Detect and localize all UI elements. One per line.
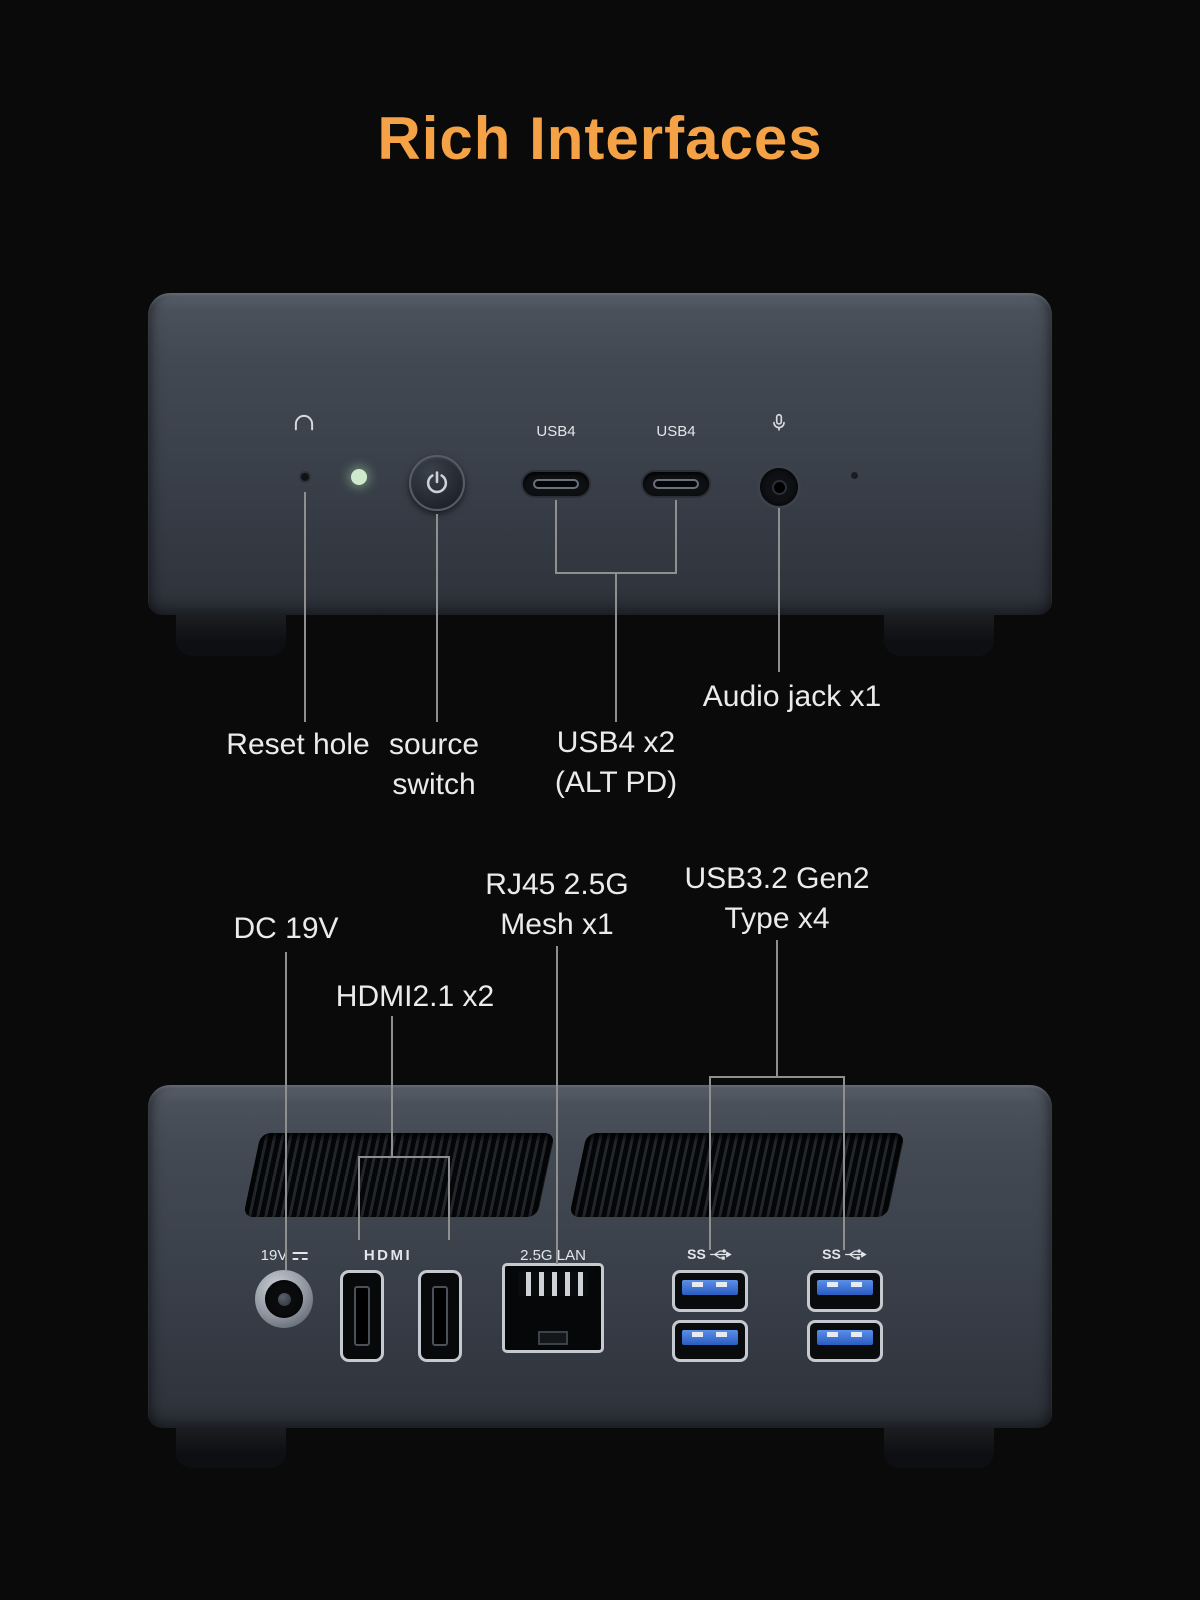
ss-text: SS (822, 1246, 841, 1262)
callout-line-hdmi-stem (391, 1016, 393, 1158)
microphone-icon (768, 412, 790, 434)
hdmi-port-1 (340, 1270, 384, 1362)
callout-line-usb-stem (776, 940, 778, 1078)
usb-tongue (817, 1280, 873, 1295)
dc-symbol-icon (292, 1252, 308, 1261)
usb-tongue (682, 1330, 738, 1345)
rj45-pins (518, 1272, 588, 1296)
usb-contact (692, 1332, 703, 1337)
usb-a-port-4 (807, 1320, 883, 1362)
dc-port-label: 19V (261, 1247, 308, 1264)
usb4-port-label-right: USB4 (656, 423, 696, 440)
power-led (351, 469, 367, 485)
callout-line-hdmi-right (448, 1158, 450, 1240)
callout-line-usb-right (843, 1078, 845, 1250)
page-title: Rich Interfaces (377, 105, 823, 172)
usb-contact (716, 1282, 727, 1287)
callout-line-dc (285, 952, 287, 1270)
callout-usb32-line1: USB3.2 Gen2 (684, 862, 870, 895)
callout-usb4-x2: USB4 x2 (556, 726, 676, 759)
callout-usb32-line2: Type x4 (724, 902, 830, 935)
callout-line-audio (778, 508, 780, 672)
vent-grille-left (243, 1133, 555, 1217)
lan-port-label: 2.5G LAN (520, 1247, 586, 1264)
callout-line-usb4-stem (615, 574, 617, 722)
dc-port-label-text: 19V (260, 1247, 288, 1264)
callout-source: source (388, 728, 480, 761)
ss-usb-label-left: SS (687, 1246, 733, 1262)
rj45-lan-port (502, 1263, 604, 1353)
usb-trident-icon (844, 1248, 868, 1261)
callout-bracket-usb (709, 1076, 845, 1078)
usb-c-opening (653, 479, 699, 489)
usb-contact (827, 1332, 838, 1337)
dc-center-pin (277, 1292, 291, 1306)
usb-a-port-1 (672, 1270, 748, 1312)
usb-contact (716, 1332, 727, 1337)
hdmi-port-label: HDMI (363, 1247, 413, 1264)
callout-rj45-line2: Mesh x1 (500, 908, 614, 941)
callout-audio-jack: Audio jack x1 (702, 680, 882, 713)
usb-c-port-right (643, 472, 709, 496)
audio-jack-hole (771, 479, 787, 495)
callout-dc-19v: DC 19V (233, 912, 339, 945)
callout-switch: switch (392, 768, 476, 801)
mini-pc-front-view (148, 293, 1052, 615)
callout-rj45-line1: RJ45 2.5G (485, 868, 629, 901)
ss-text: SS (687, 1246, 706, 1262)
usb-tongue (817, 1330, 873, 1345)
callout-line-hdmi-left (358, 1158, 360, 1240)
usb-a-port-3 (807, 1270, 883, 1312)
callout-line-usb-left (709, 1078, 711, 1250)
ss-usb-label-right: SS (822, 1246, 868, 1262)
usb-c-opening (533, 479, 579, 489)
usb-a-port-2 (672, 1320, 748, 1362)
dc-barrel (265, 1280, 303, 1318)
callout-reset-hole: Reset hole (226, 728, 370, 761)
headphone-icon (291, 411, 317, 437)
hdmi-opening (432, 1286, 448, 1346)
audio-jack-port (760, 468, 798, 506)
callout-bracket-hdmi (358, 1156, 450, 1158)
hdmi-port-2 (418, 1270, 462, 1362)
power-button (409, 455, 465, 511)
callout-line-usb4-left (555, 500, 557, 574)
usb-trident-icon (709, 1248, 733, 1261)
callout-hdmi: HDMI2.1 x2 (335, 980, 495, 1013)
reset-hole (301, 473, 309, 481)
mic-pinhole (851, 472, 858, 479)
callout-line-usb4-right (675, 500, 677, 574)
usb-tongue (682, 1280, 738, 1295)
callout-bracket-usb4 (555, 572, 677, 574)
usb-contact (851, 1282, 862, 1287)
usb-contact (851, 1332, 862, 1337)
dc-power-port (255, 1270, 313, 1328)
hdmi-opening (354, 1286, 370, 1346)
vent-grille-right (569, 1133, 905, 1217)
power-icon (423, 469, 451, 497)
rj45-clip-slot (538, 1331, 568, 1345)
usb-contact (692, 1282, 703, 1287)
callout-line-rj45 (556, 946, 558, 1264)
callout-line-source (436, 514, 438, 722)
usb-contact (827, 1282, 838, 1287)
usb4-port-label-left: USB4 (536, 423, 576, 440)
callout-line-reset (304, 492, 306, 722)
usb-c-port-left (523, 472, 589, 496)
callout-usb4-altpd: (ALT PD) (554, 766, 678, 799)
